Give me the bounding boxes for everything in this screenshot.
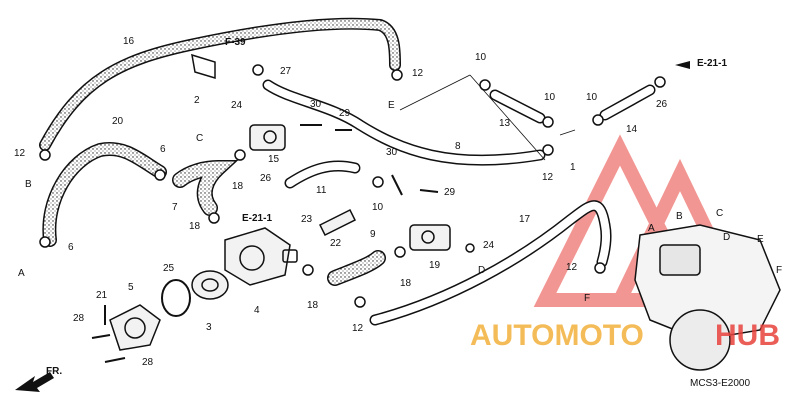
thermostat-housing-4 — [224, 227, 298, 286]
ref-arrow-icon — [675, 61, 690, 69]
watermark-text: AUTOMOTO HUB — [470, 319, 780, 352]
letter-a2: A — [648, 223, 655, 234]
part-label-26a: 26 — [260, 173, 272, 184]
part-label-12c: 12 — [542, 172, 554, 183]
leader-lines — [399, 74, 576, 161]
part-label-10a: 10 — [475, 52, 487, 63]
water-joint-15 — [249, 124, 286, 151]
water-joint-19 — [409, 224, 451, 251]
part-label-6b: 6 — [68, 242, 74, 253]
part-label-18c: 18 — [307, 300, 319, 311]
bolts — [91, 124, 439, 363]
bracket-2 — [191, 53, 216, 80]
throttle-body — [634, 224, 781, 371]
ref-f39: F-39 — [225, 37, 246, 48]
watermark-hub: HUB — [715, 319, 780, 352]
part-label-22: 22 — [330, 238, 342, 249]
letter-e: E — [388, 100, 395, 111]
sensor-22 — [318, 208, 357, 237]
part-label-18b: 18 — [189, 221, 201, 232]
part-label-13: 13 — [499, 118, 511, 129]
part-label-12e: 12 — [566, 262, 578, 273]
hose-7 — [172, 159, 239, 216]
part-label-6a: 6 — [160, 144, 166, 155]
thermostat-3 — [191, 270, 229, 300]
letter-d: D — [478, 265, 485, 276]
part-label-2: 2 — [194, 95, 200, 106]
part-label-27: 27 — [280, 66, 292, 77]
part-label-17: 17 — [519, 214, 531, 225]
hose-16 — [39, 17, 401, 151]
part-label-25: 25 — [163, 263, 175, 274]
part-label-21: 21 — [96, 290, 108, 301]
part-label-14: 14 — [626, 124, 638, 135]
part-label-28b: 28 — [142, 357, 154, 368]
part-label-12b: 12 — [412, 68, 424, 79]
ref-e21-right: E-21-1 — [697, 58, 727, 69]
hose-8 — [262, 79, 546, 166]
part-label-20: 20 — [112, 116, 124, 127]
part-label-7: 7 — [172, 202, 178, 213]
part-label-24a: 24 — [231, 100, 243, 111]
o-ring-25 — [161, 279, 191, 317]
letter-f: F — [584, 293, 590, 304]
part-label-8: 8 — [455, 141, 461, 152]
letter-c2: C — [716, 208, 723, 219]
part-label-30b: 30 — [386, 147, 398, 158]
front-label: FR. — [46, 366, 62, 377]
part-label-5: 5 — [128, 282, 134, 293]
letter-d2: D — [723, 232, 730, 243]
part-label-28a: 28 — [73, 313, 85, 324]
part-label-29a: 29 — [339, 108, 351, 119]
part-label-29b: 29 — [444, 187, 456, 198]
clamps — [39, 64, 666, 308]
letter-e2: E — [757, 234, 764, 245]
part-label-10b: 10 — [544, 92, 556, 103]
part-label-24b: 24 — [483, 240, 495, 251]
part-label-15: 15 — [268, 154, 280, 165]
part-label-1: 1 — [570, 162, 576, 173]
part-label-10c: 10 — [586, 92, 598, 103]
ref-e21-left: E-21-1 — [242, 213, 272, 224]
hose-14 — [599, 84, 656, 121]
part-label-26b: 26 — [656, 99, 668, 110]
part-label-18a: 18 — [232, 181, 244, 192]
part-label-18d: 18 — [400, 278, 412, 289]
letter-f2: F — [776, 265, 782, 276]
hose-11 — [284, 160, 361, 189]
part-label-4: 4 — [254, 305, 260, 316]
letter-c: C — [196, 133, 203, 144]
part-label-10d: 10 — [372, 202, 384, 213]
watermark-auto: AUTOMOTO — [470, 319, 644, 352]
front-arrow-icon — [15, 372, 54, 392]
part-label-11: 11 — [316, 185, 327, 196]
letter-a: A — [18, 268, 25, 279]
diagram-code: MCS3-E2000 — [690, 378, 750, 389]
part-label-12d: 12 — [352, 323, 364, 334]
part-label-3: 3 — [206, 322, 212, 333]
part-label-23: 23 — [301, 214, 313, 225]
hose-13 — [489, 89, 546, 124]
hose-17 — [369, 200, 612, 326]
part-label-30a: 30 — [310, 99, 322, 110]
hose-20 — [42, 142, 167, 247]
thermostat-cover-5 — [109, 304, 161, 351]
part-label-16: 16 — [123, 36, 135, 47]
part-label-12a: 12 — [14, 148, 26, 159]
part-label-9: 9 — [370, 229, 376, 240]
letter-b: B — [25, 179, 32, 190]
hose-9 — [327, 250, 386, 286]
letter-b2: B — [676, 211, 683, 222]
part-label-19: 19 — [429, 260, 441, 271]
